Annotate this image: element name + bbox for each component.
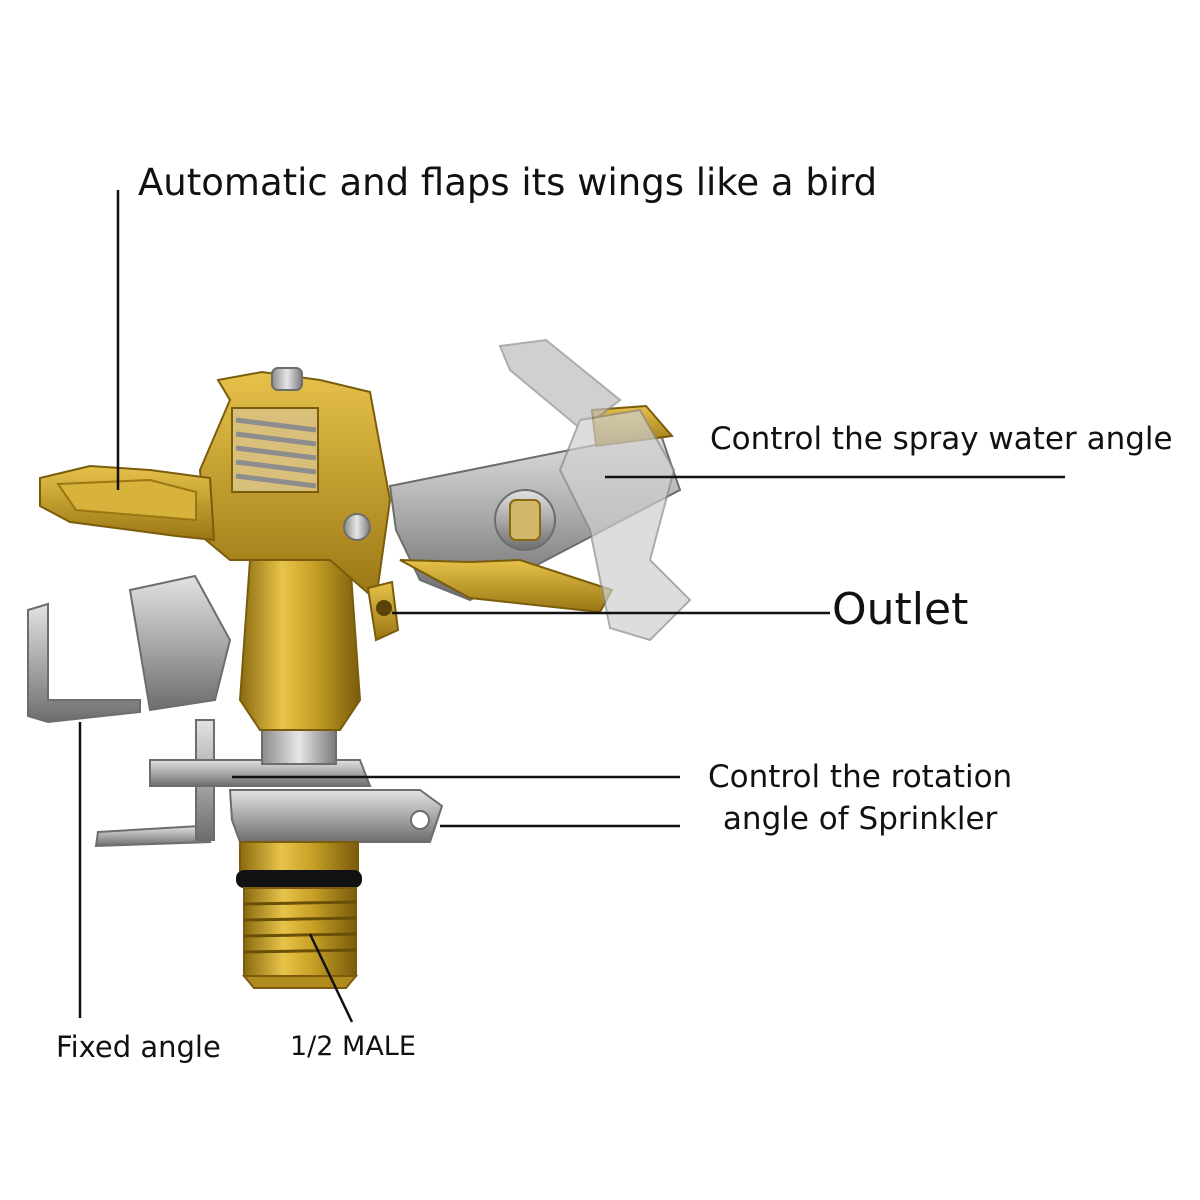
- rotation-label: Control the rotation angle of Sprinkler: [708, 759, 1013, 837]
- spring-assembly: [231, 367, 371, 541]
- outlet-nozzle: [366, 580, 400, 642]
- spray-angle-screw: [494, 489, 556, 551]
- leader-lines: [78, 190, 1065, 1023]
- swing-wing: [39, 464, 216, 542]
- rotation-label-line-1: Control the rotation: [708, 759, 1013, 795]
- fixed-angle-bracket: [27, 574, 232, 848]
- rotation-stop-ring: [149, 759, 444, 843]
- spray-deflector-flap: [498, 338, 692, 642]
- male-thread: [236, 841, 362, 989]
- wings-label: Automatic and flaps its wings like a bir…: [138, 161, 878, 204]
- thread-size-label: 1/2 MALE: [290, 1031, 416, 1062]
- fixed-angle-label: Fixed angle: [56, 1030, 221, 1064]
- rotation-label-line-2: angle of Sprinkler: [722, 800, 998, 837]
- spray-angle-label: Control the spray water angle: [710, 421, 1173, 457]
- outlet-label: Outlet: [832, 584, 969, 635]
- thread-leader-line: [308, 933, 354, 1023]
